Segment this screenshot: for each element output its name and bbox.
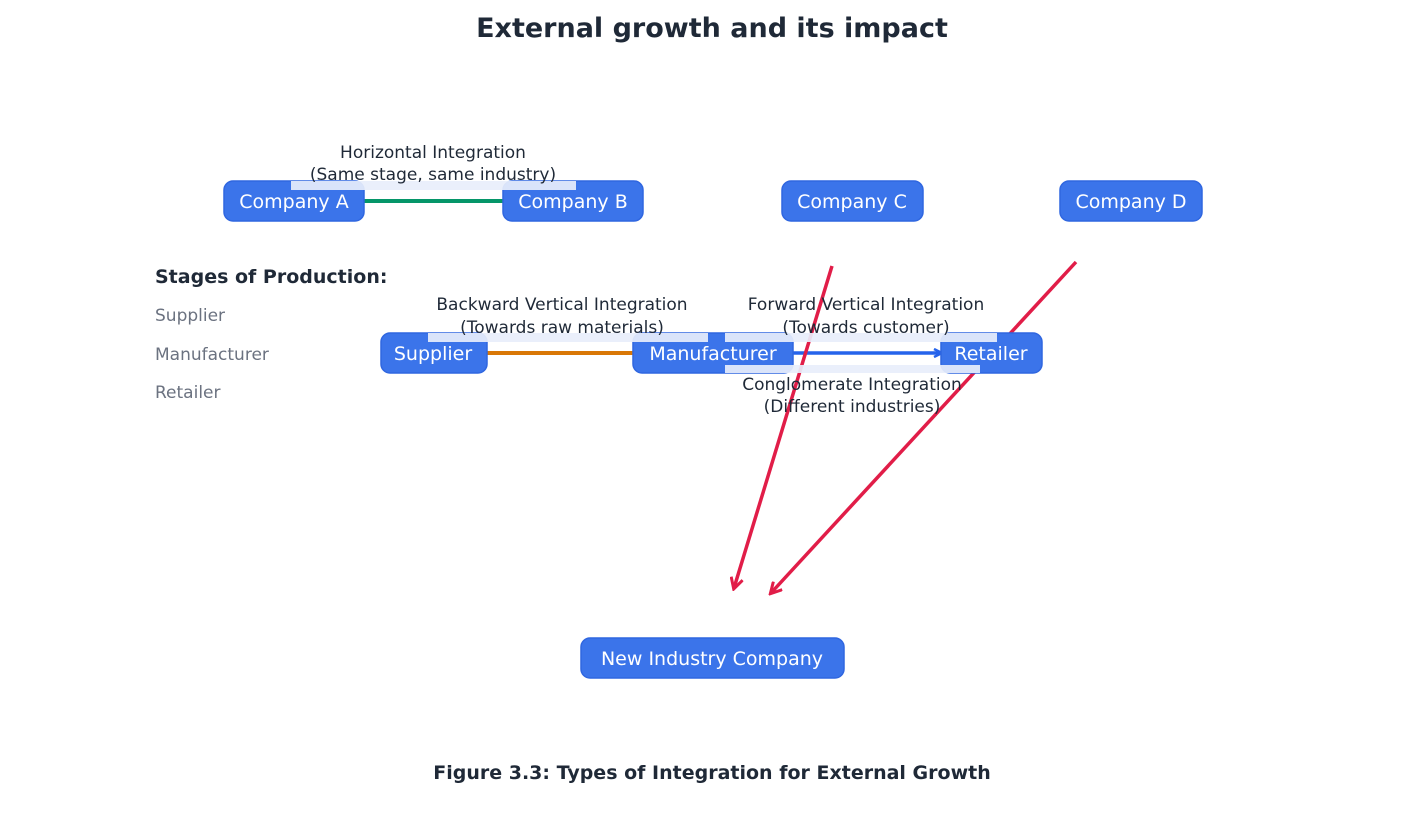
node-company-c (781, 180, 924, 222)
stage-manufacturer: Manufacturer (155, 345, 269, 365)
figure-caption: Figure 3.3: Types of Integration for Ext… (433, 762, 990, 784)
conglomerate-arrow-d (771, 260, 1078, 593)
node-manufacturer (632, 332, 794, 374)
new-industry-label: New Industry Company (601, 648, 823, 670)
label-bg (291, 181, 576, 190)
company-c-label: Company C (797, 191, 907, 213)
conglomerate-arrow-c (734, 265, 834, 588)
stage-supplier: Supplier (155, 306, 225, 326)
stage-retailer: Retailer (155, 383, 221, 403)
label-bg (725, 365, 980, 373)
forward-label-title: Forward Vertical Integration (748, 295, 984, 315)
conglomerate-label-title: Conglomerate Integration (742, 375, 962, 395)
forward-label-sub: (Towards customer) (782, 318, 949, 338)
manufacturer-label: Manufacturer (649, 343, 776, 365)
node-new-industry (580, 637, 845, 679)
backward-label-sub: (Towards raw materials) (460, 318, 664, 338)
label-bg (428, 333, 708, 342)
horizontal-label-title: Horizontal Integration (340, 143, 526, 163)
diagram-title: External growth and its impact (476, 13, 948, 44)
company-d-label: Company D (1075, 191, 1186, 213)
backward-label-title: Backward Vertical Integration (436, 295, 687, 315)
supplier-label: Supplier (394, 343, 472, 365)
conglomerate-label-sub: (Different industries) (764, 397, 941, 417)
label-bg (725, 333, 997, 342)
node-company-d (1059, 180, 1203, 222)
company-a-label: Company A (239, 191, 348, 213)
company-b-label: Company B (518, 191, 627, 213)
horizontal-label-sub: (Same stage, same industry) (310, 165, 556, 185)
retailer-label: Retailer (954, 343, 1027, 365)
stages-of-production-label: Stages of Production: (155, 266, 387, 288)
